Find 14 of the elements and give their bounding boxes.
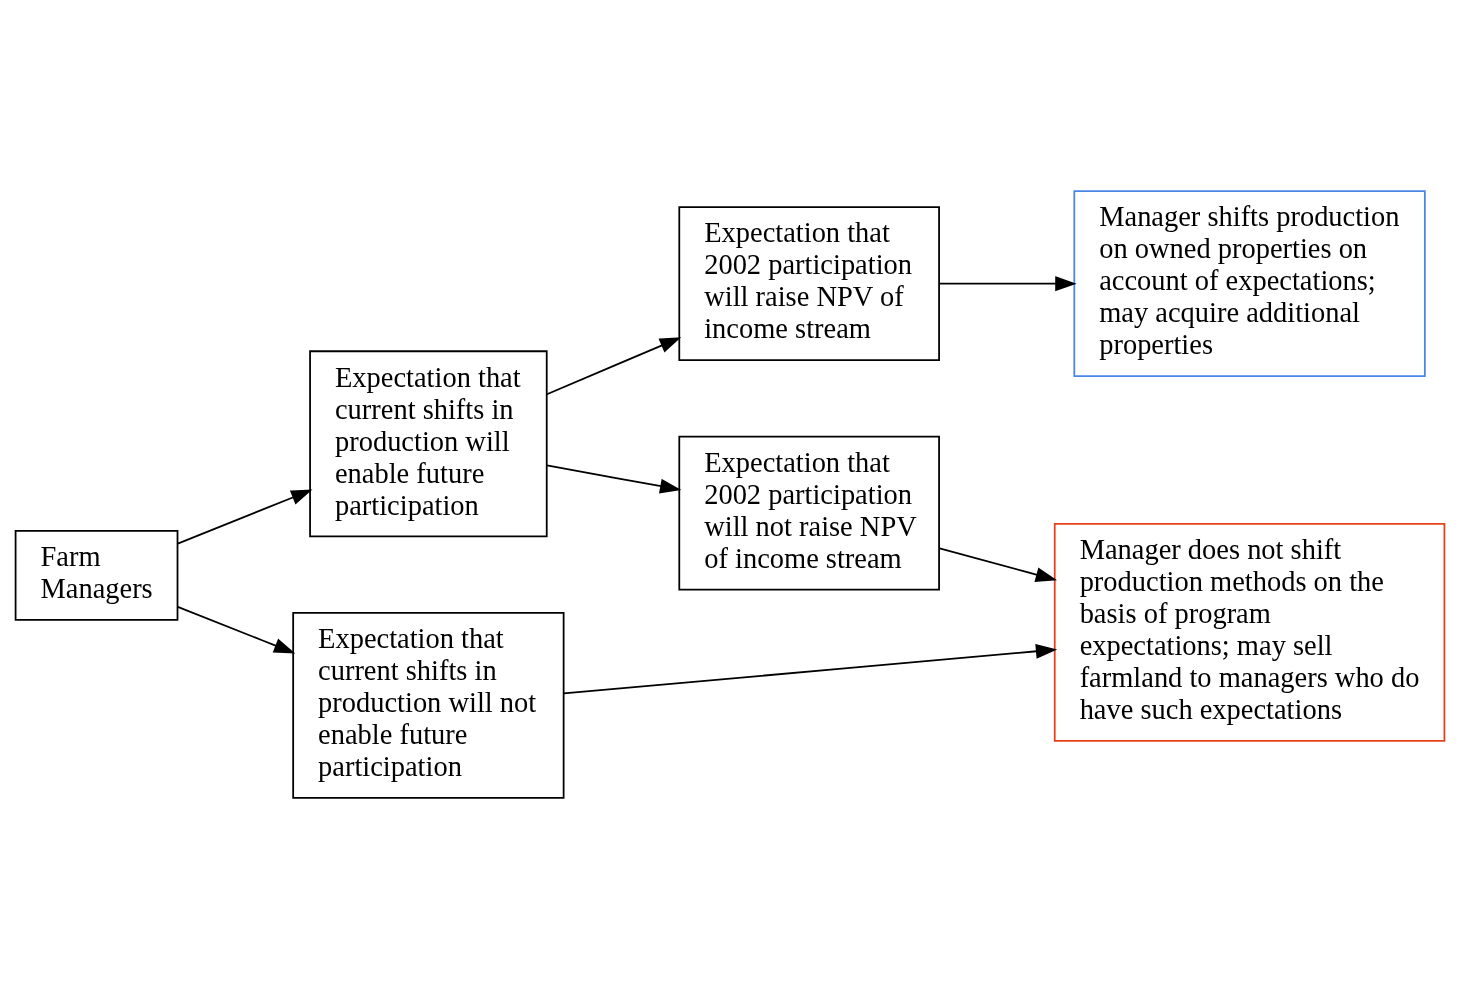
node-box: Expectation that current shifts in production will not enable future participation — [292, 611, 565, 799]
arrow — [176, 489, 313, 544]
arrow — [176, 605, 296, 653]
arrow — [938, 546, 1058, 582]
node-box: Expectation that 2002 participation will raise NPV of income stream — [678, 205, 940, 361]
node-box: Farm Managers — [14, 529, 179, 621]
arrow — [546, 336, 682, 395]
node-box: Manager shifts production on owned properties on account of expectations; may acquire additional properties — [1073, 189, 1426, 377]
arrow — [938, 275, 1077, 291]
arrow — [546, 463, 682, 493]
arrow — [562, 643, 1058, 694]
node-box: Expectation that current shifts in production will enable future participation — [309, 349, 548, 537]
node-box: Manager does not shift production methods on the basis of program expectations; may sell farmland to managers who do have such expectations — [1053, 522, 1446, 742]
node-box: Expectation that 2002 participation will not raise NPV of income stream — [678, 435, 940, 591]
